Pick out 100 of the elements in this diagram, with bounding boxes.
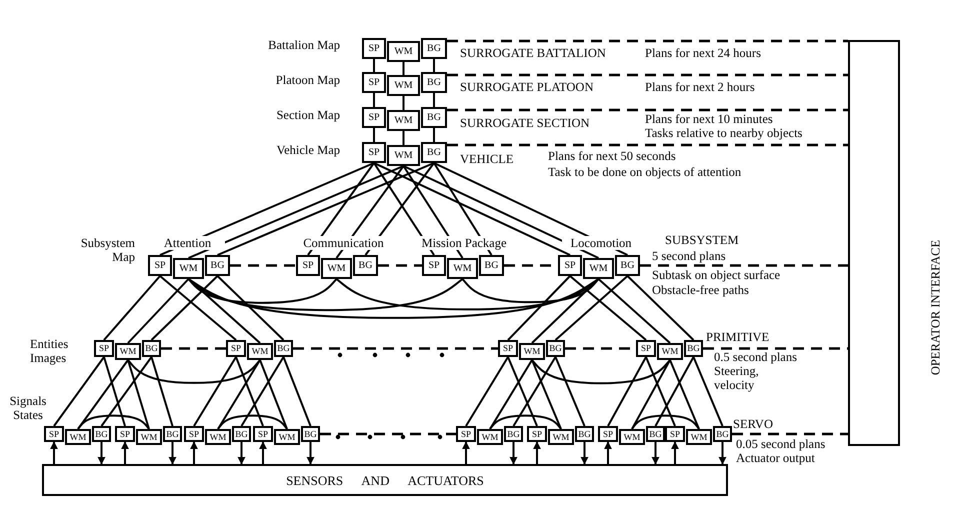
- box-text: WM: [210, 432, 226, 442]
- dashed-connector: [161, 347, 226, 350]
- box-text: WM: [624, 432, 640, 442]
- connector-line: [598, 278, 671, 344]
- process-box: [527, 426, 547, 442]
- box-text: SP: [428, 260, 440, 270]
- box-text: SENSORS AND ACTUATORS: [286, 474, 484, 486]
- process-box: [456, 426, 476, 442]
- connector-line: [465, 356, 509, 427]
- connector-line: [531, 278, 600, 344]
- connector-line: [433, 93, 435, 107]
- box-text: WM: [453, 264, 472, 274]
- connector-line: [531, 360, 562, 430]
- box-text: WM: [252, 347, 268, 356]
- connector-line: [217, 162, 434, 256]
- process-box: [274, 429, 300, 445]
- connector-line: [554, 275, 628, 341]
- box-text: BG: [549, 344, 562, 353]
- connector-line: [631, 414, 700, 430]
- arrow: [306, 442, 314, 465]
- connector-line: [282, 356, 312, 426]
- box-text: WM: [482, 432, 498, 442]
- connector-line: [217, 359, 261, 430]
- box-text: SP: [98, 344, 109, 353]
- connector-line: [336, 165, 404, 259]
- box-text: SP: [640, 344, 651, 353]
- box-text: BG: [210, 260, 224, 270]
- process-box: [598, 426, 618, 442]
- box-text: BG: [145, 344, 158, 353]
- connector-line: [150, 275, 218, 341]
- process-box: [646, 426, 665, 442]
- panel-title: OPERATOR INTERFACE: [928, 238, 944, 377]
- process-box: [296, 255, 320, 276]
- arrow: [168, 442, 176, 465]
- connector-line: [235, 356, 264, 426]
- connector-line: [433, 59, 435, 72]
- process-box: [148, 255, 172, 276]
- box-text: SP: [48, 430, 59, 438]
- process-box: [519, 343, 545, 360]
- connector-line: [103, 356, 126, 426]
- process-box: [362, 38, 386, 59]
- box-text: WM: [394, 150, 413, 160]
- connector-line: [193, 356, 237, 427]
- process-box: [421, 142, 447, 163]
- process-box: [232, 426, 251, 442]
- box-text: BG: [427, 148, 441, 158]
- process-box: [173, 258, 204, 279]
- process-box: [619, 429, 645, 445]
- connector-line: [103, 275, 161, 341]
- box-text: BG: [427, 112, 441, 122]
- box-text: WM: [140, 432, 158, 442]
- process-box: [362, 107, 386, 128]
- dashed-connector: [293, 347, 498, 350]
- process-box: [421, 72, 447, 93]
- arrow: [533, 441, 541, 464]
- dashed-connector: [447, 40, 848, 42]
- process-box: [115, 426, 135, 442]
- process-box: [583, 258, 614, 279]
- process-box: [362, 142, 386, 163]
- connector-line: [127, 278, 190, 344]
- connector-line: [217, 414, 288, 430]
- process-box: [686, 429, 712, 445]
- process-box: [504, 426, 523, 442]
- connector-line: [645, 356, 676, 426]
- box-text: SP: [120, 430, 130, 438]
- dashed-connector: [640, 264, 848, 267]
- process-box: [362, 72, 386, 93]
- process-box: [546, 340, 565, 357]
- box-text: WM: [179, 264, 198, 274]
- process-box: [665, 426, 685, 442]
- connector-line: [77, 414, 150, 430]
- process-box: [136, 429, 162, 445]
- process-box: [44, 426, 64, 442]
- process-box: [548, 429, 574, 445]
- process-box: [615, 255, 640, 276]
- connector-line: [402, 96, 404, 110]
- connector-line: [216, 275, 284, 341]
- connector-line: [631, 360, 671, 430]
- dashed-connector: [447, 108, 848, 112]
- process-box: [163, 426, 182, 442]
- box-text: WM: [394, 116, 413, 126]
- box-text: SP: [368, 78, 380, 88]
- box-text: WM: [690, 432, 708, 442]
- process-box: [274, 340, 293, 357]
- process-box: [205, 429, 231, 445]
- process-box: [422, 255, 446, 276]
- connector-line: [373, 93, 375, 107]
- process-box: [479, 255, 504, 276]
- process-box: [447, 258, 478, 279]
- arrow: [671, 441, 679, 464]
- dashed-connector: [378, 264, 422, 267]
- connector-line: [402, 131, 404, 145]
- connector-line: [402, 62, 404, 75]
- box-text: SP: [460, 430, 471, 438]
- box-text: BG: [578, 430, 591, 438]
- box-text: WM: [394, 46, 413, 56]
- arrow: [718, 442, 726, 465]
- box-text: WM: [327, 264, 346, 274]
- dashed-connector: [320, 432, 456, 436]
- connector-line: [150, 356, 174, 426]
